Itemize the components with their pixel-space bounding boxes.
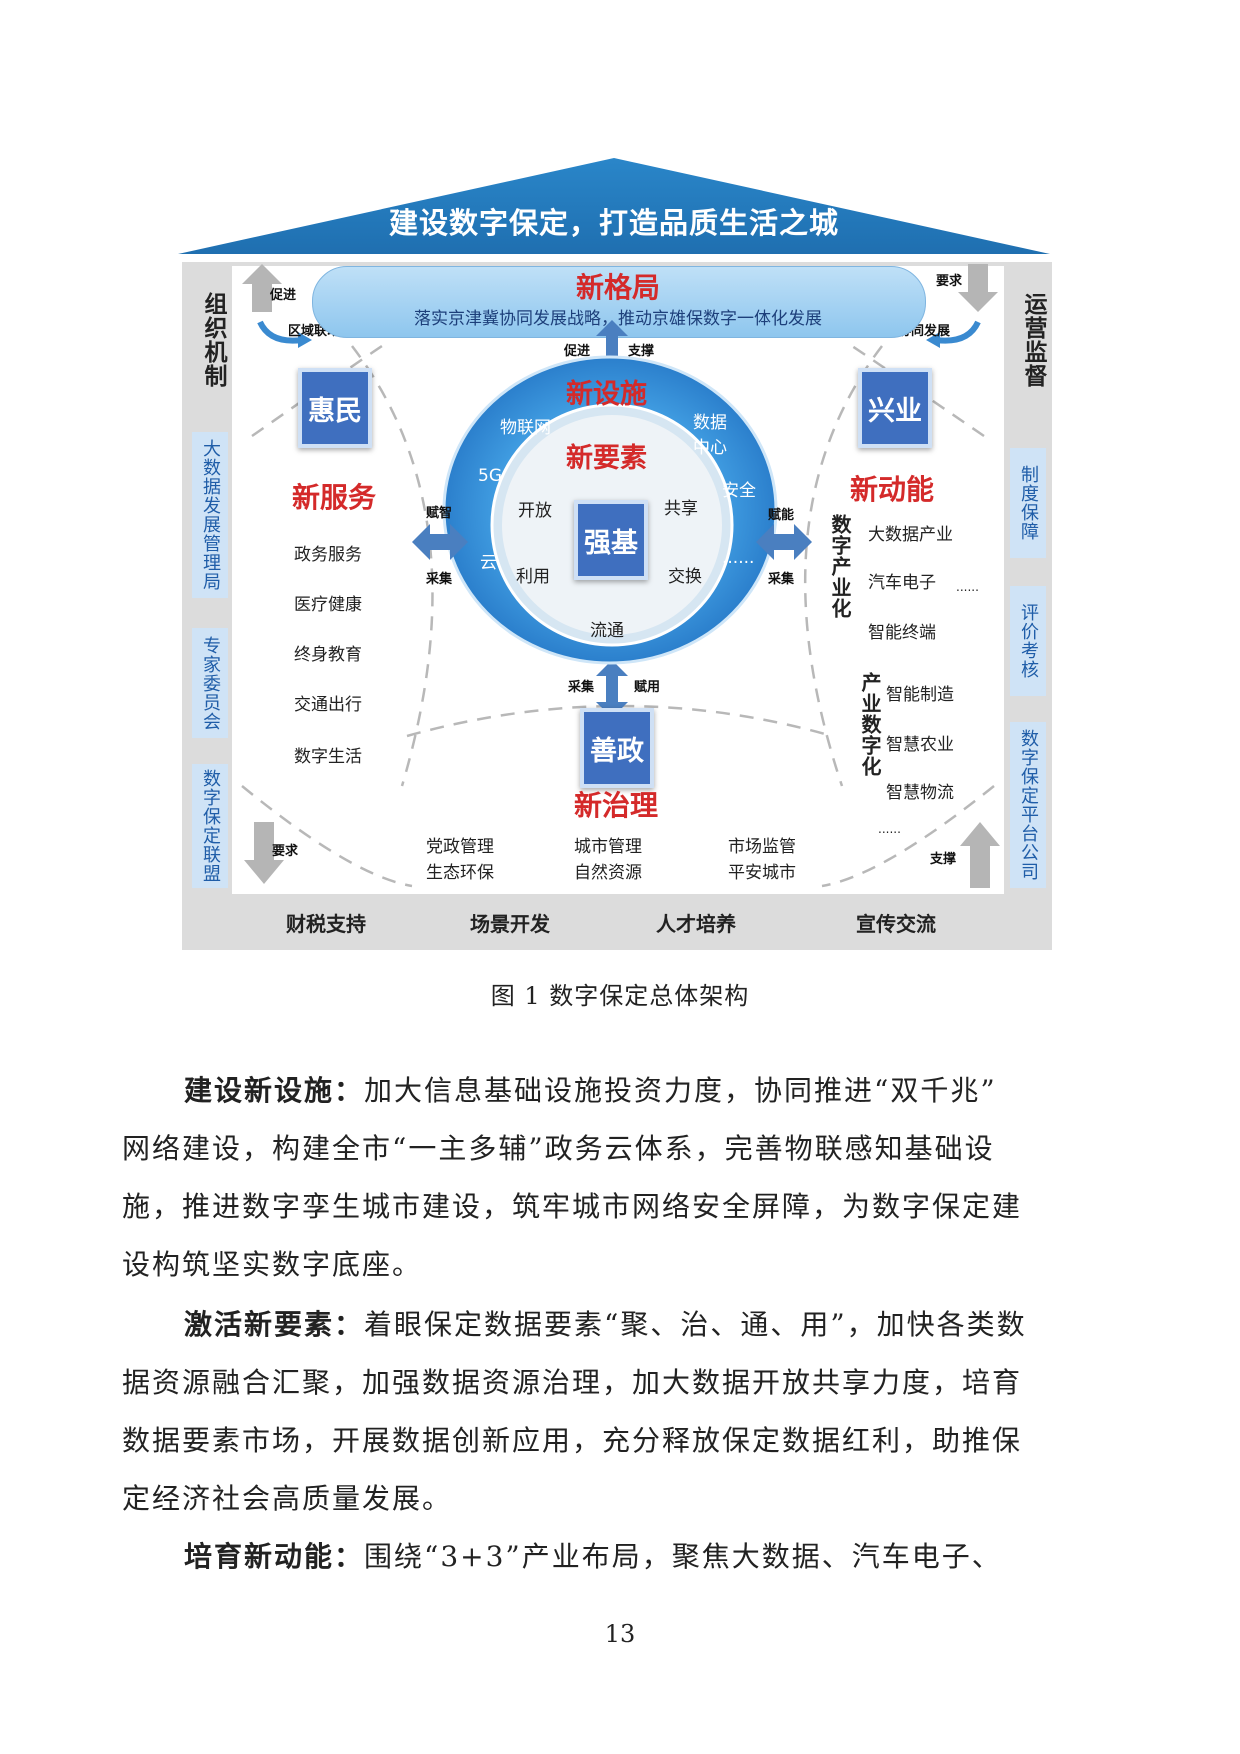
- right-group2-item-2: 智慧农业: [886, 735, 954, 755]
- base-item-4: 宣传交流: [856, 912, 936, 936]
- bottom-item-3a: 市场监管: [728, 837, 796, 857]
- base-item-3: 人才培养: [656, 912, 736, 936]
- left-horizontal-arrow: [412, 524, 468, 560]
- roof-triangle: [178, 158, 1050, 254]
- banner-subtitle: 落实京津冀协同发展战略，推动京雄保数字一体化发展: [414, 309, 822, 329]
- right-group1-more: ......: [956, 580, 979, 594]
- left-pillar-box-1: 大数据发展管理局: [192, 432, 228, 598]
- ring-inner-circulate: 流通: [590, 621, 624, 641]
- right-group2-item-1: 智能制造: [886, 685, 954, 705]
- label-center-top-2: 支撑: [628, 344, 655, 359]
- top-left-arrows: [242, 264, 312, 348]
- left-module-box: 惠民: [298, 368, 372, 448]
- top-right-arrows: [926, 264, 998, 348]
- label-center-bottom-1: 采集: [568, 680, 595, 695]
- paragraph-3: 培育新动能：围绕“3+3”产业布局，聚焦大数据、汽车电子、: [122, 1528, 1122, 1586]
- ring-inner-open: 开放: [518, 501, 552, 521]
- right-group2-more: ......: [878, 822, 901, 836]
- bottom-item-3b: 平安城市: [728, 863, 796, 883]
- right-group2-label: 产业数字化: [858, 672, 882, 777]
- paragraph-1-line-2: 网络建设，构建全市“一主多辅”政务云体系，完善物联感知基础设: [122, 1132, 995, 1165]
- label-left-arrow-1: 赋智: [426, 506, 453, 521]
- ring-item-5g: 5G: [478, 466, 502, 486]
- right-pillar-box-1: 制度保障: [1010, 448, 1046, 558]
- label-right-arrow-2: 采集: [768, 572, 795, 587]
- paragraph-3-line-1: 围绕“3+3”产业布局，聚焦大数据、汽车电子、: [364, 1540, 1002, 1573]
- page-number: 13: [604, 1620, 636, 1648]
- ring-inner-use: 利用: [516, 567, 550, 587]
- ring-item-iot: 物联网: [500, 418, 551, 438]
- left-item-5: 数字生活: [294, 747, 362, 767]
- right-group1-item-3: 智能终端: [868, 623, 936, 643]
- left-pillar-box-3: 数字保定联盟: [192, 764, 228, 888]
- left-module-title: 新服务: [292, 481, 377, 514]
- ring-outer-title: 新设施: [566, 379, 647, 410]
- ring-item-datacenter: 数据中心: [693, 413, 727, 458]
- paragraph-2-line-1: 着眼保定数据要素“聚、治、通、用”，加快各类数: [364, 1308, 1027, 1341]
- banner-new-pattern: [312, 266, 926, 338]
- label-top-left-up: 促进: [270, 288, 297, 303]
- ring-item-cloud: 云: [480, 553, 497, 573]
- bottom-module-box: 善政: [580, 708, 654, 788]
- core-box: 强基: [574, 500, 648, 580]
- paragraph-2-line-2: 据资源融合汇聚，加强数据资源治理，加大数据开放共享力度，培育: [122, 1366, 1023, 1399]
- right-group2-item-3: 智慧物流: [886, 783, 954, 803]
- paragraph-1-line-1: 加大信息基础设施投资力度，协同推进“双千兆”: [364, 1074, 997, 1107]
- left-pillar-box-2: 专家委员会: [192, 628, 228, 738]
- label-right-arrow-1: 赋能: [768, 508, 795, 523]
- left-item-2: 医疗健康: [294, 595, 362, 615]
- label-center-bottom-2: 赋用: [634, 680, 661, 695]
- bottom-item-1b: 生态环保: [426, 863, 494, 883]
- right-module-title: 新动能: [850, 473, 935, 506]
- bottom-right-arrow: [960, 822, 1000, 888]
- label-center-top-1: 促进: [564, 344, 591, 359]
- paragraph-2: 激活新要素：着眼保定数据要素“聚、治、通、用”，加快各类数 据资源融合汇聚，加强…: [122, 1296, 1122, 1528]
- bottom-item-2b: 自然资源: [574, 863, 642, 883]
- paragraph-1-line-3: 施，推进数字孪生城市建设，筑牢城市网络安全屏障，为数字保定建: [122, 1190, 1023, 1223]
- label-top-right-down: 要求: [936, 274, 963, 289]
- paragraph-2-lead: 激活新要素：: [184, 1308, 365, 1341]
- label-left-arrow-2: 采集: [426, 572, 453, 587]
- ring-inner-title: 新要素: [566, 443, 647, 474]
- left-item-3: 终身教育: [294, 645, 362, 665]
- right-pillar-title: 运营监督: [1020, 292, 1046, 388]
- ring-inner-exchange: 交换: [668, 567, 702, 587]
- label-bottom-left: 要求: [272, 844, 299, 859]
- ring-item-more: ......: [722, 548, 755, 568]
- left-item-1: 政务服务: [294, 545, 362, 565]
- right-pillar-box-3: 数字保定平台公司: [1010, 722, 1046, 888]
- base-item-1: 财税支持: [286, 912, 366, 936]
- bottom-item-2a: 城市管理: [574, 837, 642, 857]
- left-pillar-title: 组织机制: [200, 292, 226, 388]
- paragraph-1-lead: 建设新设施：: [184, 1074, 365, 1107]
- figure-caption: 图 1 数字保定总体架构: [490, 982, 750, 1010]
- bottom-left-arrow: [244, 822, 284, 884]
- paragraph-3-lead: 培育新动能：: [184, 1540, 365, 1573]
- right-horizontal-arrow: [756, 524, 812, 560]
- paragraph-1: 建设新设施：加大信息基础设施投资力度，协同推进“双千兆” 网络建设，构建全市“一…: [122, 1062, 1122, 1294]
- paragraph-2-line-4: 定经济社会高质量发展。: [122, 1482, 453, 1515]
- left-item-4: 交通出行: [294, 695, 362, 715]
- label-bottom-right: 支撑: [930, 852, 957, 867]
- center-bottom-arrow: [596, 660, 628, 718]
- ring-inner-share: 共享: [664, 499, 698, 519]
- paragraph-2-line-3: 数据要素市场，开展数据创新应用，充分释放保定数据红利，助推保: [122, 1424, 1023, 1457]
- bottom-item-1a: 党政管理: [426, 837, 494, 857]
- bottom-module-title: 新治理: [574, 789, 659, 822]
- right-group1-label: 数字产业化: [828, 514, 852, 619]
- ring-item-security: 安全: [722, 481, 756, 501]
- right-group1-item-2: 汽车电子: [868, 573, 936, 593]
- banner-title: 新格局: [575, 271, 660, 304]
- right-group1-item-1: 大数据产业: [868, 525, 953, 545]
- base-item-2: 场景开发: [470, 912, 550, 936]
- figure-roof-title: 建设数字保定，打造品质生活之城: [388, 206, 839, 240]
- right-module-box: 兴业: [858, 368, 932, 448]
- right-pillar-box-2: 评价考核: [1010, 586, 1046, 696]
- paragraph-1-line-4: 设构筑坚实数字底座。: [122, 1248, 423, 1281]
